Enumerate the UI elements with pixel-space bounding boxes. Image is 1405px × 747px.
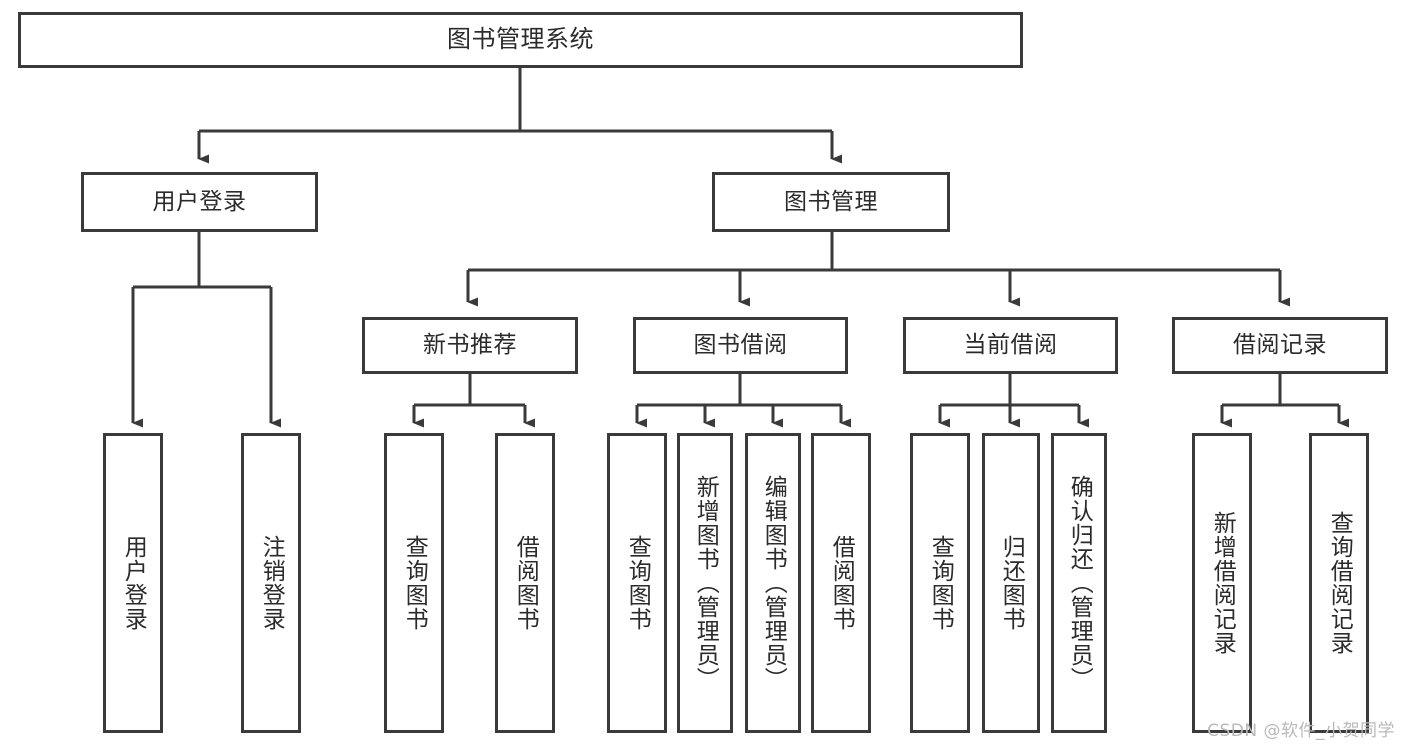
leaf-confirm-return-admin[interactable]: 确认归还（管理员）	[1051, 433, 1107, 733]
leaf-borrow-book-borrow[interactable]: 借阅图书	[811, 433, 871, 733]
leaf-add-borrow-record[interactable]: 新增借阅记录	[1192, 433, 1252, 733]
node-label: 当前借阅	[963, 332, 1058, 359]
node-new-book-recommend[interactable]: 新书推荐	[362, 317, 578, 374]
node-label: 新增借阅记录	[1209, 511, 1236, 655]
node-label: 编辑图书（管理员）	[760, 475, 787, 691]
node-label: 借阅记录	[1233, 332, 1327, 359]
node-label: 图书管理	[784, 188, 878, 215]
node-label: 新书推荐	[423, 332, 517, 359]
node-label: 用户登录	[152, 188, 247, 215]
node-book-manage[interactable]: 图书管理	[712, 172, 950, 232]
leaf-query-book-recommend[interactable]: 查询图书	[384, 433, 444, 733]
node-label: 用户登录	[120, 535, 147, 631]
leaf-return-book[interactable]: 归还图书	[982, 433, 1040, 733]
node-label: 查询图书	[927, 535, 954, 631]
node-label: 图书借阅	[693, 332, 788, 359]
node-borrow-record[interactable]: 借阅记录	[1172, 317, 1388, 374]
node-user-login[interactable]: 用户登录	[81, 172, 318, 232]
leaf-borrow-book-recommend[interactable]: 借阅图书	[495, 433, 555, 733]
node-label: 确认归还（管理员）	[1066, 475, 1093, 691]
leaf-query-borrow-record[interactable]: 查询借阅记录	[1309, 433, 1369, 733]
leaf-edit-book-admin[interactable]: 编辑图书（管理员）	[745, 433, 801, 733]
node-label: 借阅图书	[828, 535, 855, 631]
leaf-query-book-current[interactable]: 查询图书	[910, 433, 970, 733]
node-label: 新增图书（管理员）	[692, 475, 719, 691]
node-label: 查询借阅记录	[1326, 511, 1353, 655]
node-label: 借阅图书	[512, 535, 539, 631]
node-book-borrow[interactable]: 图书借阅	[633, 317, 848, 374]
leaf-logout-login[interactable]: 注销登录	[241, 433, 301, 733]
node-root-system[interactable]: 图书管理系统	[18, 12, 1023, 68]
node-label: 查询图书	[401, 535, 428, 631]
leaf-query-book-borrow[interactable]: 查询图书	[607, 433, 667, 733]
node-label: 图书管理系统	[447, 25, 594, 54]
leaf-user-login[interactable]: 用户登录	[103, 433, 163, 733]
csdn-watermark: CSDN @软件_小贺同学	[1207, 721, 1395, 741]
node-current-borrow[interactable]: 当前借阅	[903, 317, 1118, 374]
node-label: 注销登录	[258, 535, 285, 631]
node-label: 归还图书	[998, 535, 1025, 631]
leaf-add-book-admin[interactable]: 新增图书（管理员）	[677, 433, 733, 733]
node-label: 查询图书	[624, 535, 651, 631]
